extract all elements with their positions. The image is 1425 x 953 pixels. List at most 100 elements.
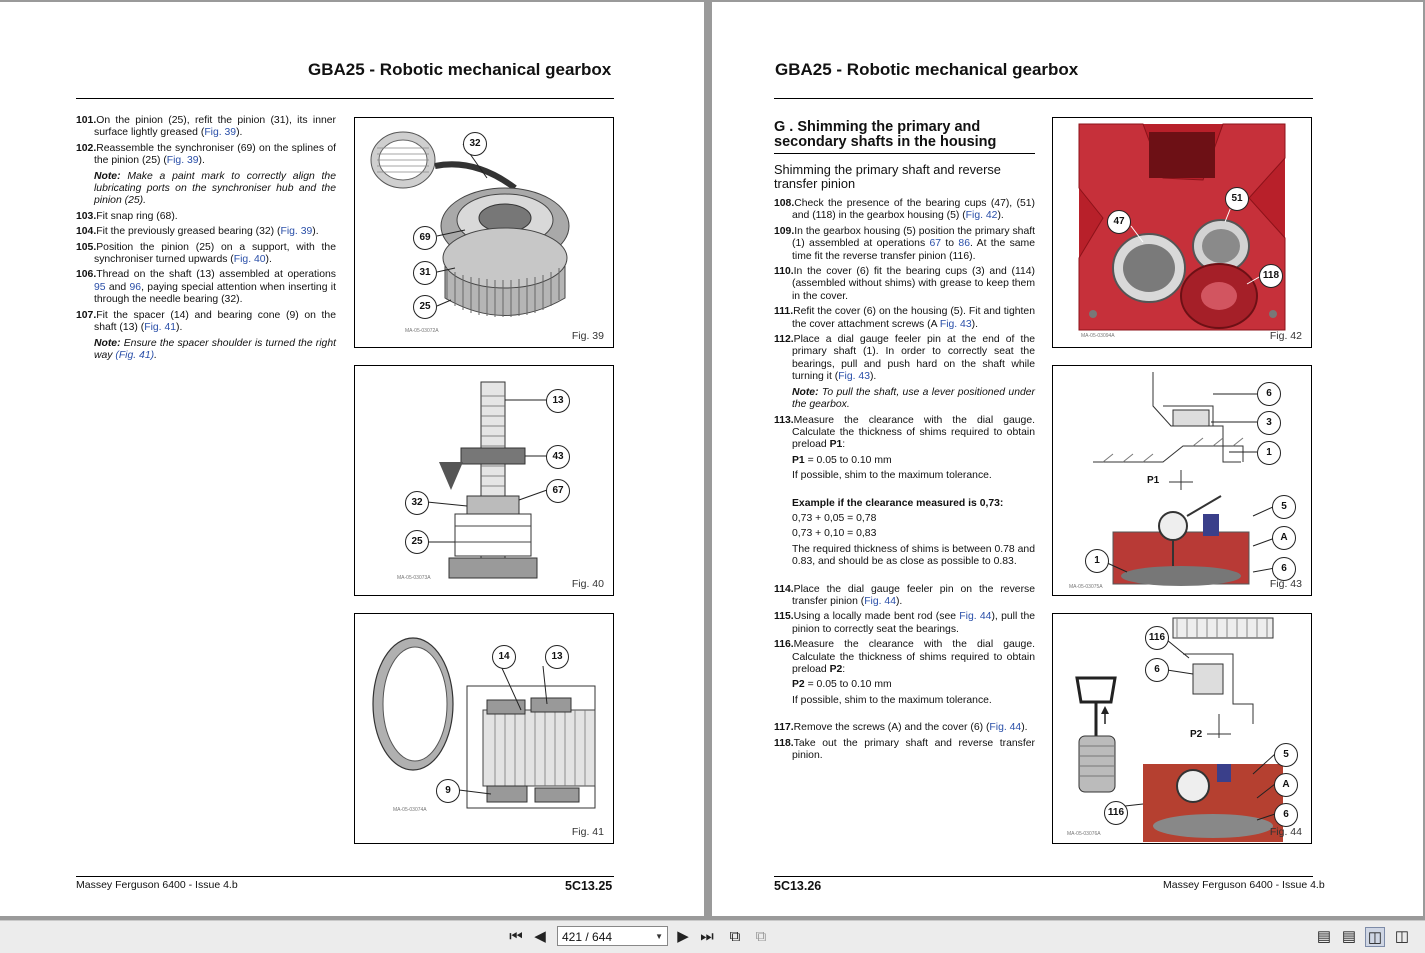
step-text: ).: [1021, 722, 1028, 734]
cross-reference-link[interactable]: Fig. 44: [989, 722, 1022, 734]
step-text: ).: [869, 371, 877, 383]
page-number-select[interactable]: 421 / 644 ▼: [557, 926, 668, 946]
figure-code: MA-05-03074A: [393, 807, 427, 813]
step-text: In the cover (6) fit the bearing cups (3…: [792, 266, 1035, 302]
step-text: Place the dial gauge feeler pin on the r…: [792, 583, 1035, 607]
cross-reference-link[interactable]: Fig. 43: [838, 371, 870, 383]
previous-page-icon[interactable]: ◀: [534, 928, 546, 945]
facing-view-icon[interactable]: ◫: [1365, 927, 1385, 947]
step-number: 108.: [774, 198, 795, 209]
step-text: In the gearbox housing (5) position the …: [792, 225, 1035, 250]
note: Note: To pull the shaft, use a lever pos…: [774, 387, 1035, 412]
callout-25: 25: [413, 295, 437, 319]
bold-text: P2: [829, 664, 843, 675]
step-text: = 0.05 to 0.10 mm: [804, 454, 892, 466]
figure-code: MA-05-03094A: [1081, 333, 1115, 339]
procedure-step: 112.Place a dial gauge feeler pin at the…: [774, 334, 1035, 384]
figure-43: 6 3 1 5 A 6 1 P1 MA-05-03075A Fig. 43: [1052, 365, 1312, 596]
cross-reference-link[interactable]: 96: [129, 281, 142, 293]
cross-reference-link[interactable]: Fig. 39: [280, 226, 313, 238]
callout-25: 25: [405, 530, 429, 554]
cross-reference-link[interactable]: 86: [958, 238, 970, 250]
callout-1: 1: [1257, 441, 1281, 465]
note-label: Note:: [94, 337, 121, 349]
cross-reference-link[interactable]: Fig. 44: [959, 611, 992, 623]
continuous-facing-view-icon[interactable]: ◫: [1394, 928, 1410, 945]
gearbox-housing-photo: [1078, 123, 1286, 331]
step-text: ).: [312, 226, 319, 238]
callout-47: 47: [1107, 210, 1131, 234]
preload-label-p1: P1: [1147, 475, 1160, 486]
step-detail: P1 = 0.05 to 0.10 mm: [774, 455, 1035, 467]
step-text: 0,73 + 0,10 = 0,83: [792, 528, 877, 540]
callout-43: 43: [546, 445, 570, 469]
step-detail: 0,73 + 0,05 = 0,78: [774, 513, 1035, 525]
footer-rule: [774, 876, 1313, 877]
cross-reference-link[interactable]: 67: [929, 238, 942, 250]
step-text: Remove the screws (A) and the cover (6) …: [793, 722, 990, 734]
bold-text: P1: [792, 454, 805, 466]
cross-reference-link[interactable]: Fig. 44: [864, 595, 896, 607]
document-viewer[interactable]: GBA25 - Robotic mechanical gearbox 101.O…: [0, 0, 1425, 920]
dropdown-arrow-icon: ▼: [655, 932, 663, 941]
callout-118: 118: [1259, 264, 1283, 288]
go-back-icon[interactable]: ⧉: [729, 928, 741, 945]
figure-label: Fig. 42: [1269, 330, 1302, 342]
callout-6: 6: [1272, 557, 1296, 581]
dial-gauge-p1-illustration: [1093, 372, 1276, 586]
procedure-steps: 101.On the pinion (25), refit the pinion…: [76, 115, 336, 365]
bold-text: Example if the clearance measured is 0,7…: [792, 497, 1004, 509]
callout-116: 116: [1104, 801, 1128, 825]
cross-reference-link[interactable]: Fig. 41: [144, 322, 177, 334]
step-detail: P2 = 0.05 to 0.10 mm: [774, 679, 1035, 691]
next-page-icon[interactable]: ▶: [677, 928, 689, 945]
procedure-step: 111.Refit the cover (6) on the housing (…: [774, 306, 1035, 331]
step-text: Fit the spacer (14) and bearing cone (9)…: [94, 309, 336, 334]
step-number: 103.: [76, 210, 97, 222]
header-rule: [774, 98, 1313, 99]
first-page-icon[interactable]: ⏮: [509, 928, 523, 945]
cross-reference-link[interactable]: Fig. 39: [166, 155, 199, 167]
procedure-step: 103.Fit snap ring (68).: [76, 211, 336, 223]
step-number: 105.: [76, 241, 97, 253]
step-text: ).: [198, 155, 205, 167]
cross-reference-link[interactable]: Fig. 43: [939, 318, 972, 330]
cross-reference-link[interactable]: Fig. 39: [204, 127, 237, 139]
procedure-step: 107.Fit the spacer (14) and bearing cone…: [76, 310, 336, 335]
callout-13: 13: [546, 389, 570, 413]
step-text: To pull the shaft, use a lever positione…: [792, 386, 1035, 411]
figure-40: 13 43 67 32 25 MA-05-03073A Fig. 40: [354, 365, 614, 596]
single-page-view-icon[interactable]: ▤: [1316, 928, 1332, 945]
cross-reference-link[interactable]: 95: [94, 281, 106, 293]
figure-code: MA-05-03076A: [1067, 831, 1101, 837]
figure-41: 14 13 9 MA-05-03074A Fig. 41: [354, 613, 614, 844]
step-text: Position the pinion (25) on a support, w…: [94, 241, 336, 266]
procedure-step: 116.Measure the clearance with the dial …: [774, 639, 1035, 676]
step-number: 114.: [774, 583, 794, 595]
step-detail: The required thickness of shims is betwe…: [774, 544, 1035, 569]
spacer: [774, 710, 1035, 722]
continuous-view-icon[interactable]: ▤: [1341, 928, 1357, 945]
step-detail: 0,73 + 0,10 = 0,83: [774, 528, 1035, 540]
step-number: 102.: [76, 142, 97, 154]
step-text: Place a dial gauge feeler pin at the end…: [792, 334, 1035, 383]
step-number: 106.: [76, 269, 97, 281]
callout-6: 6: [1274, 803, 1298, 827]
cross-reference-link[interactable]: (Fig. 41): [115, 349, 155, 361]
procedure-step: 106.Thread on the shaft (13) assembled a…: [76, 269, 336, 306]
viewer-toolbar: ⏮ ◀ 421 / 644 ▼ ▶ ⏭ ⧉ ⧉ ▤ ▤ ◫ ◫: [0, 920, 1425, 953]
step-text: Measure the clearance with the dial gaug…: [792, 639, 1035, 675]
last-page-icon[interactable]: ⏭: [700, 928, 714, 945]
figure-label: Fig. 40: [571, 578, 604, 590]
step-text: Measure the clearance with the dial gaug…: [792, 414, 1035, 451]
procedure-step: 109.In the gearbox housing (5) position …: [774, 226, 1035, 263]
spacer-bearing-illustration: [372, 637, 596, 809]
cross-reference-link[interactable]: Fig. 42: [965, 210, 998, 222]
figure-44: 116 6 5 A 6 116 P2 MA-05-03076A Fig. 44: [1052, 613, 1312, 844]
step-text: Reassemble the synchroniser (69) on the …: [94, 142, 336, 167]
figure-code: MA-05-03075A: [1069, 584, 1103, 590]
cross-reference-link[interactable]: Fig. 40: [233, 254, 266, 266]
go-forward-icon[interactable]: ⧉: [755, 928, 767, 945]
callout-1: 1: [1085, 549, 1109, 573]
step-text: On the pinion (25), refit the pinion (31…: [94, 115, 336, 139]
